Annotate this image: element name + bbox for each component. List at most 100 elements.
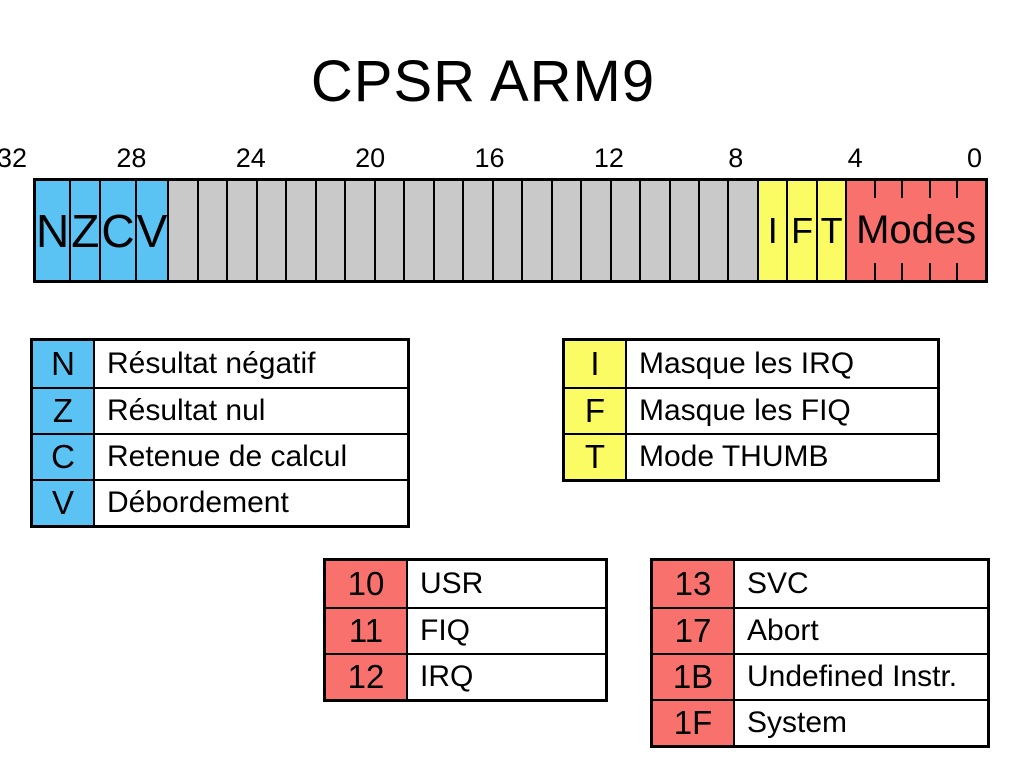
table-key-cell: 1F xyxy=(653,701,735,745)
table-key-cell: F xyxy=(565,389,627,433)
table-key-cell: 13 xyxy=(653,561,735,607)
reserved-bit-cell xyxy=(403,181,433,280)
modes-table-right: 13 SVC 17 Abort 1B Undefined Instr. 1F System xyxy=(650,558,990,748)
table-value-cell: Résultat négatif xyxy=(107,347,316,380)
table-key-cell: 17 xyxy=(653,609,735,653)
reserved-bit-cell xyxy=(727,181,757,280)
reserved-bit-cell xyxy=(697,181,728,280)
interrupt-bit-cell: T xyxy=(815,181,846,280)
table-key-cell: T xyxy=(565,435,627,479)
flag-bit-cell: Z xyxy=(69,181,100,280)
reserved-bit-cell xyxy=(344,181,374,280)
bit-number-label: 28 xyxy=(116,143,147,173)
flag-bit-cell-label: C xyxy=(101,204,135,257)
table-row: 17 Abort xyxy=(653,607,987,653)
table-row: C Retenue de calcul xyxy=(33,433,407,479)
table-key-cell: 10 xyxy=(326,561,408,607)
table-value-cell: USR xyxy=(420,567,484,600)
table-value-cell: Masque les IRQ xyxy=(639,347,855,380)
table-value-cell: Undefined Instr. xyxy=(747,660,958,693)
interrupt-bit-cell-label: F xyxy=(791,209,814,251)
reserved-bit-cell xyxy=(580,181,610,280)
reserved-bit-cell xyxy=(373,181,404,280)
mode-bit-tick xyxy=(928,181,931,198)
mode-bit-tick xyxy=(928,263,931,280)
table-key-cell: C xyxy=(33,435,95,479)
table-row: T Mode THUMB xyxy=(565,433,937,479)
table-row: 10 USR xyxy=(326,561,605,607)
table-value-cell: SVC xyxy=(747,567,809,600)
table-key-cell: I xyxy=(565,341,627,387)
table-value-cell: System xyxy=(747,706,848,739)
interrupt-bit-cell-label: T xyxy=(820,209,843,251)
table-key-cell: Z xyxy=(33,389,95,433)
table-row: V Débordement xyxy=(33,479,407,525)
reserved-bit-cell xyxy=(491,181,522,280)
mode-bit-tick xyxy=(873,263,876,280)
table-value-cell: Abort xyxy=(747,614,819,647)
mode-bit-tick xyxy=(956,263,959,280)
table-row: F Masque les FIQ xyxy=(565,387,937,433)
slide-title: CPSR ARM9 xyxy=(310,49,656,114)
table-value-cell: Masque les FIQ xyxy=(639,394,851,427)
interrupt-bit-cell-label: I xyxy=(767,209,778,251)
flag-bit-cell: V xyxy=(134,181,168,280)
interrupt-bit-cell: I xyxy=(756,181,787,280)
table-row: I Masque les IRQ xyxy=(565,341,937,387)
reserved-bit-cell xyxy=(550,181,581,280)
table-value-cell: FIQ xyxy=(420,614,470,647)
bit-number-label: 24 xyxy=(235,143,266,173)
flag-bit-cell: N xyxy=(36,181,70,280)
reserved-bit-cell xyxy=(609,181,640,280)
interrupts-legend-table: I Masque les IRQ F Masque les FIQ T Mode THUM… xyxy=(562,338,940,482)
table-key-cell: N xyxy=(33,341,95,387)
table-value-cell: Retenue de calcul xyxy=(107,440,348,473)
table-row: N Résultat négatif xyxy=(33,341,407,387)
bit-number-label: 20 xyxy=(355,143,386,173)
mode-bit-tick xyxy=(901,181,904,198)
table-row: 1F System xyxy=(653,699,987,745)
bit-number-label: 8 xyxy=(728,143,744,173)
reserved-bit-cell xyxy=(432,181,463,280)
table-key-cell: 1B xyxy=(653,655,735,699)
reserved-bit-cell xyxy=(196,181,227,280)
table-value-cell: Mode THUMB xyxy=(639,440,829,473)
modes-field-cell: Modes xyxy=(845,181,985,280)
table-row: 1B Undefined Instr. xyxy=(653,653,987,699)
interrupt-bit-cell: F xyxy=(786,181,816,280)
table-key-cell: 11 xyxy=(326,609,408,653)
modes-table-left: 10 USR 11 FIQ 12 IRQ xyxy=(323,558,608,702)
mode-bit-tick xyxy=(901,263,904,280)
mode-bit-tick xyxy=(873,181,876,198)
table-value-cell: Débordement xyxy=(107,486,289,519)
reserved-bit-cell xyxy=(521,181,551,280)
table-row: Z Résultat nul xyxy=(33,387,407,433)
modes-field-cell-label: Modes xyxy=(856,208,977,252)
bit-number-label: 12 xyxy=(593,143,624,173)
flag-bit-cell-label: N xyxy=(36,204,70,257)
table-value-cell: Résultat nul xyxy=(107,394,266,427)
reserved-bit-cell xyxy=(226,181,256,280)
reserved-bit-cell xyxy=(314,181,345,280)
table-key-cell: V xyxy=(33,481,95,525)
reserved-bit-cell xyxy=(639,181,669,280)
mode-bit-tick xyxy=(956,181,959,198)
reserved-bit-cell xyxy=(255,181,286,280)
table-value-cell: IRQ xyxy=(420,660,474,693)
table-row: 11 FIQ xyxy=(326,607,605,653)
reserved-bit-cell xyxy=(462,181,492,280)
reserved-bit-cell xyxy=(167,181,197,280)
bit-number-label: 16 xyxy=(474,143,505,173)
table-key-cell: 12 xyxy=(326,655,408,699)
flag-bit-cell-label: V xyxy=(136,204,168,257)
bit-number-label: 0 xyxy=(966,143,982,173)
reserved-bit-cell xyxy=(668,181,698,280)
bit-number-label: 32 xyxy=(0,143,27,173)
flag-bit-cell-label: Z xyxy=(71,204,100,257)
bit-number-label: 4 xyxy=(847,143,863,173)
reserved-bit-cell xyxy=(285,181,315,280)
table-row: 13 SVC xyxy=(653,561,987,607)
